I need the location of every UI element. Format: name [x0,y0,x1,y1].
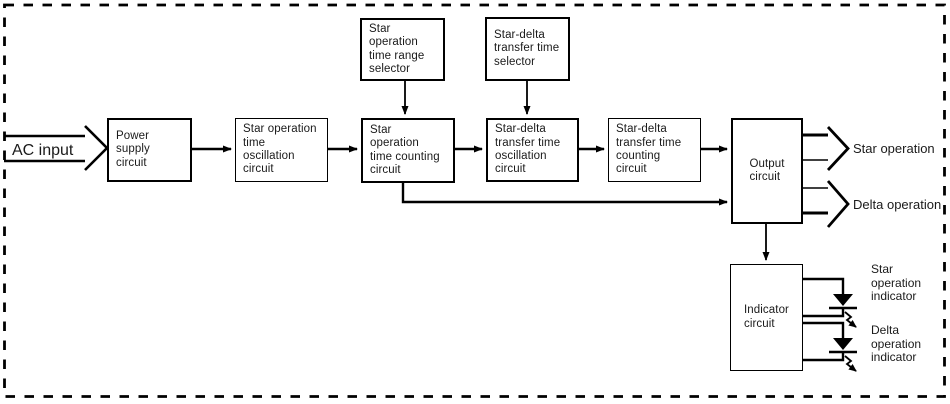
signal-chain-wires [191,81,770,261]
star-operation-indicator-label: Star operation indicator [871,262,922,304]
block-output-circuit: Output circuit [731,118,803,224]
ac-input-label: AC input [12,142,74,159]
delta-led-light-emission-icon [844,355,857,372]
delta-led-icon [803,321,857,372]
delta-operation-label: Delta operation [853,197,942,212]
block-star-delta-transfer-time-counting-circuit: Star-delta transfer time counting circui… [608,118,701,182]
star-led-light-emission-icon [844,311,857,328]
block-star-operation-time-counting-circuit: Star operation time counting circuit [361,118,455,183]
star-led-icon [803,277,857,328]
delta-operation-output-arrow [802,180,850,228]
star-operation-output-arrow [802,126,850,171]
block-star-delta-transfer-time-selector: Star-delta transfer time selector [485,17,570,81]
dashed-border [3,3,946,398]
delta-operation-indicator-label: Delta operation indicator [871,323,922,365]
star-operation-label: Star operation [853,141,935,156]
block-indicator-circuit: Indicator circuit [730,264,803,371]
block-power-supply-circuit: Power supply circuit [107,118,192,182]
block-star-operation-time-oscillation-circuit: Star operation time oscillation circuit [235,118,328,182]
block-star-operation-time-range-selector: Star operation time range selector [360,18,445,81]
block-star-delta-transfer-time-oscillation-circuit: Star-delta transfer time oscillation cir… [486,118,579,182]
